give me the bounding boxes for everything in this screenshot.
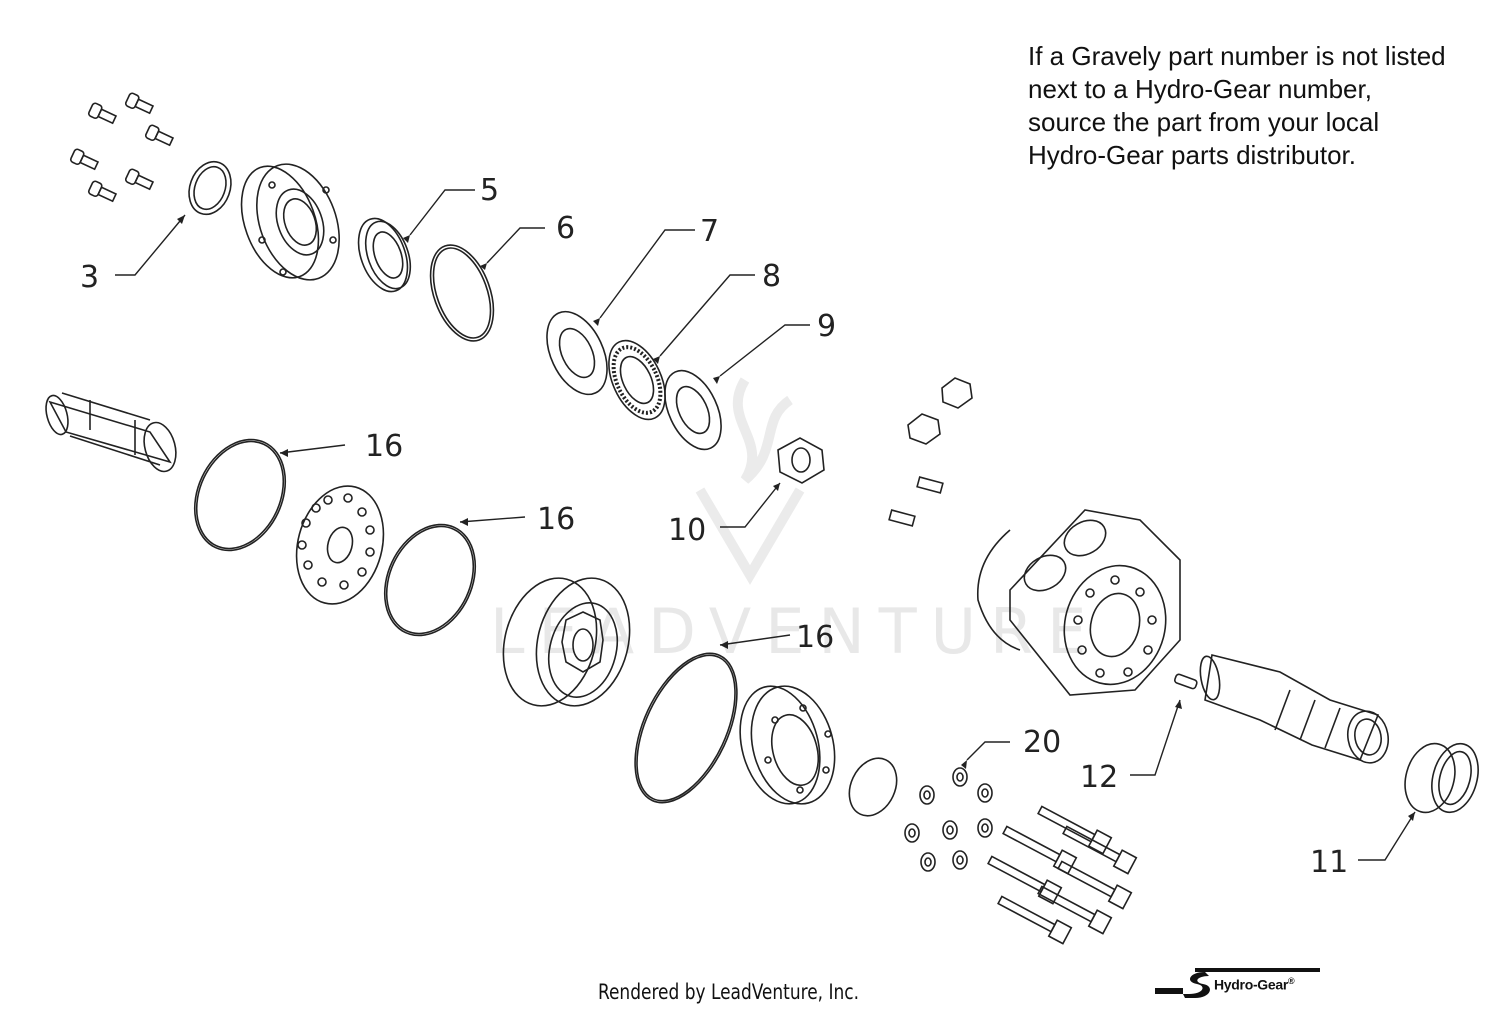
part-12-key[interactable] (1174, 673, 1198, 689)
callout-10: 10 (668, 513, 706, 548)
callout-20: 20 (1023, 725, 1061, 760)
part-3-o-ring[interactable] (182, 156, 238, 220)
drive-shaft-assembly[interactable] (1197, 655, 1392, 766)
part-6-ring[interactable] (419, 236, 506, 349)
long-bolts-group[interactable] (986, 802, 1137, 944)
part-11-needle-bearing[interactable] (1398, 738, 1486, 818)
logo-name: Hydro-Gear (1214, 976, 1289, 993)
note-line: If a Gravely part number is not listed (1028, 41, 1446, 71)
callout-8: 8 (762, 259, 781, 294)
callout-12: 12 (1080, 760, 1118, 795)
gerotor-assembly[interactable] (490, 568, 644, 717)
sourcing-note: If a Gravely part number is not listed n… (1028, 40, 1493, 172)
callout-16-a: 16 (365, 429, 403, 464)
plug-disc[interactable] (840, 751, 905, 824)
watermark-emblem-icon (700, 380, 800, 575)
part-9-thrust-washer[interactable] (653, 362, 732, 458)
callout-7: 7 (700, 214, 719, 249)
part-16-o-ring-a[interactable] (177, 425, 302, 566)
motor-housing[interactable] (978, 510, 1180, 696)
callout-16-b: 16 (537, 502, 575, 537)
footer-credit: Rendered by LeadVenture, Inc. (598, 980, 859, 1004)
plug-fittings[interactable] (889, 378, 972, 526)
part-7-thrust-washer[interactable] (535, 302, 619, 404)
output-shaft[interactable] (42, 393, 181, 475)
part-8-thrust-bearing[interactable] (597, 332, 676, 428)
part-5-seal[interactable] (349, 212, 418, 298)
valve-plate[interactable] (284, 476, 396, 614)
note-line: next to a Hydro-Gear number, (1028, 74, 1372, 104)
callout-3: 3 (80, 260, 99, 295)
hydro-gear-logo-text: Hydro-Gear® (1214, 976, 1295, 993)
callout-11: 11 (1310, 845, 1348, 880)
end-cap[interactable] (728, 677, 847, 814)
cap-screws-group[interactable] (70, 92, 174, 204)
leader-arrowheads (177, 215, 1415, 821)
logo-registered-mark: ® (1288, 976, 1295, 986)
hydro-gear-logo-icon (1155, 968, 1320, 998)
leader-lines (115, 190, 1415, 860)
part-20-washers[interactable] (905, 768, 992, 871)
part-16-o-ring-b[interactable] (367, 510, 492, 651)
part-16-o-ring-c[interactable] (614, 638, 758, 819)
callout-6: 6 (556, 211, 575, 246)
callout-labels: 3 5 6 7 8 9 16 16 16 10 20 12 11 (80, 173, 1348, 880)
note-line: source the part from your local (1028, 107, 1380, 137)
part-10-nut[interactable] (778, 438, 824, 483)
callout-5: 5 (480, 173, 499, 208)
callout-16-c: 16 (796, 620, 834, 655)
callout-9: 9 (817, 309, 836, 344)
note-line: Hydro-Gear parts distributor. (1028, 140, 1357, 170)
flange-housing[interactable] (227, 153, 354, 292)
